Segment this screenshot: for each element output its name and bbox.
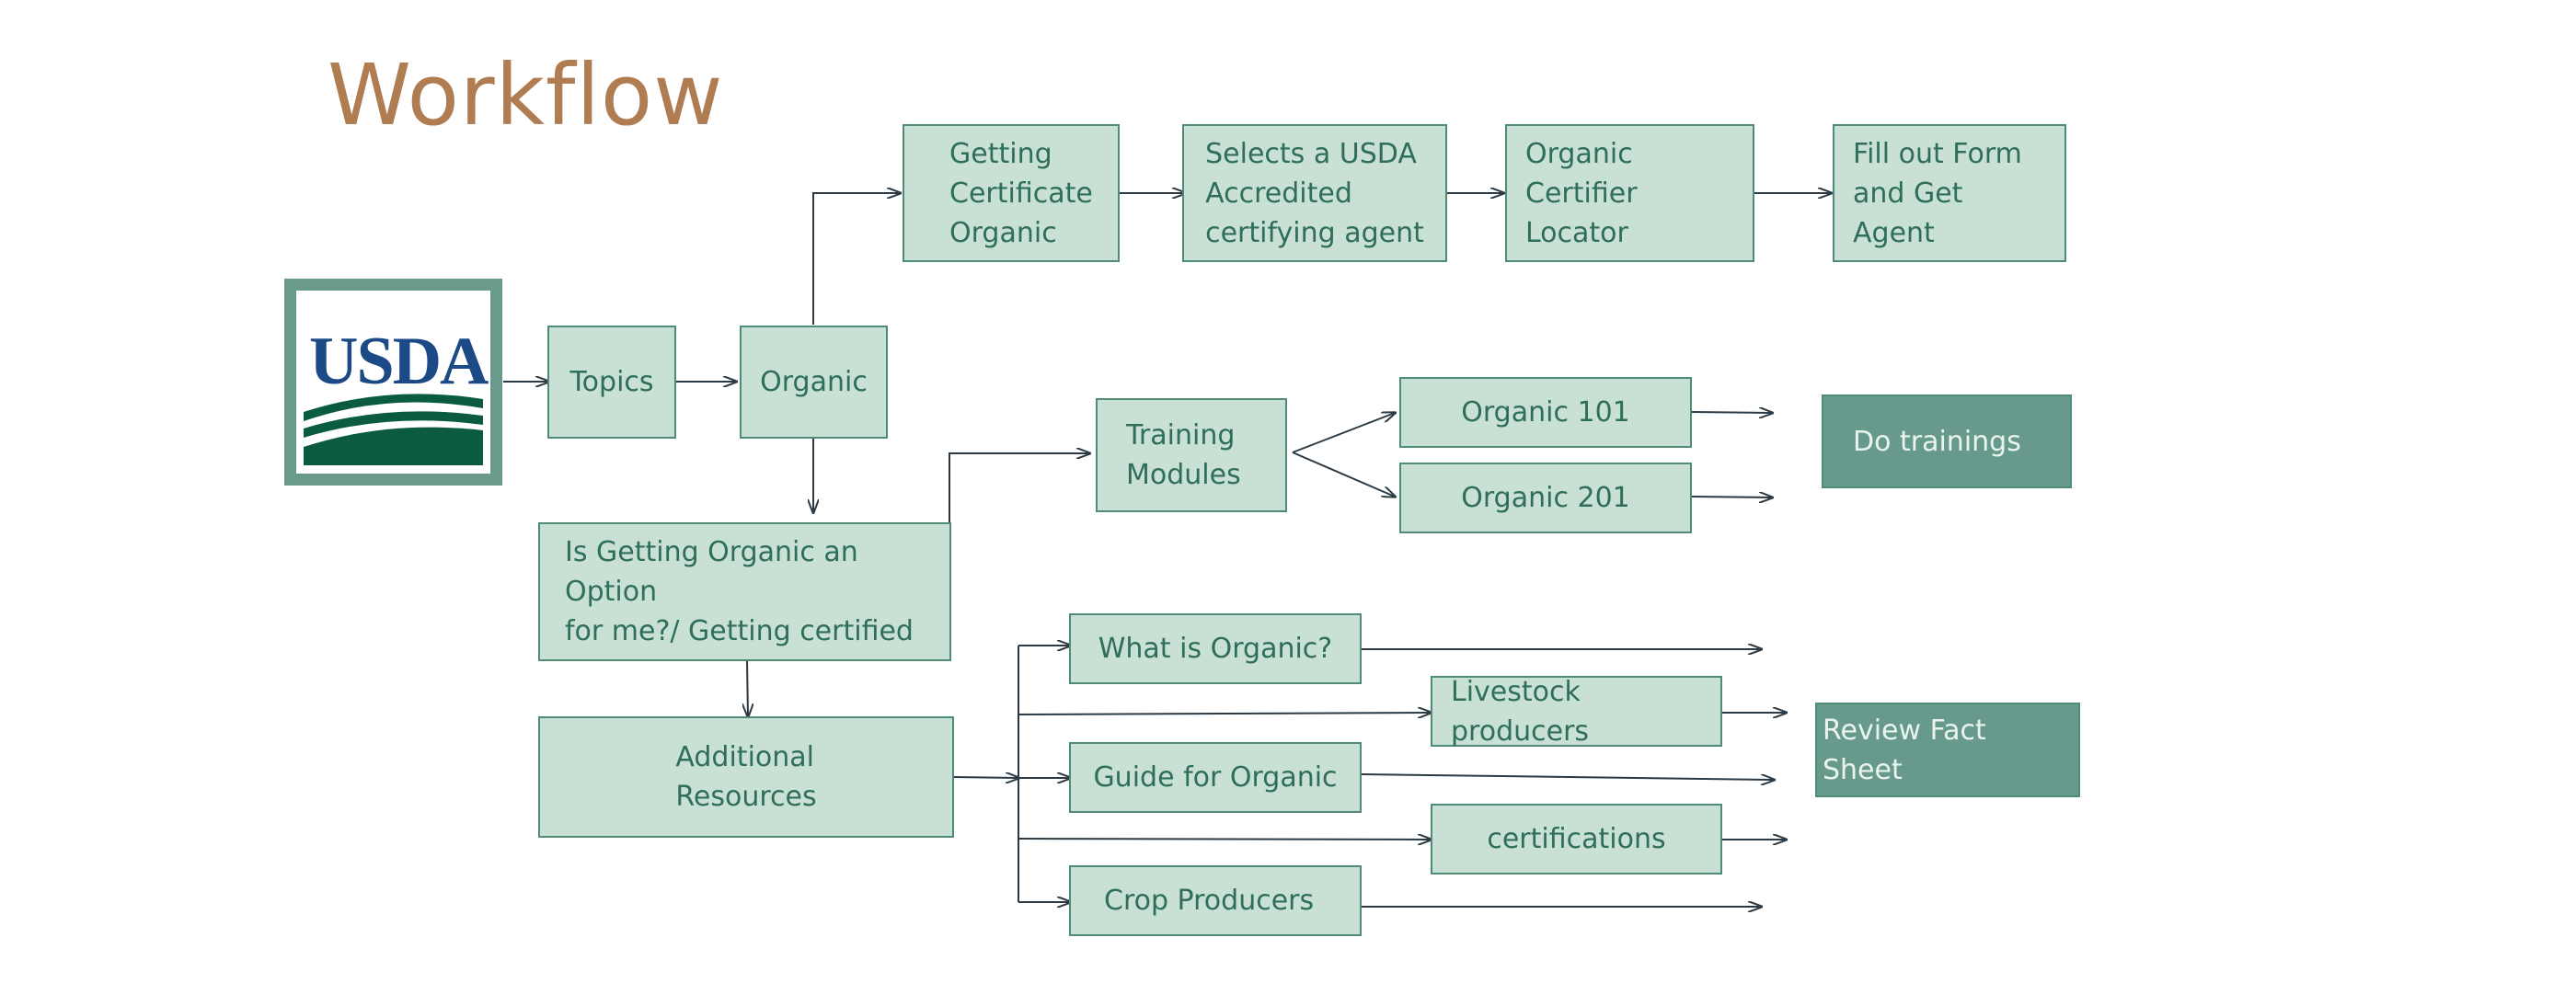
node-additional-resources: Additional Resources [538, 716, 954, 838]
node-do-trainings: Do trainings [1822, 394, 2072, 488]
arrow-organic-getting-certificate [812, 193, 900, 325]
arrow-training-101 [1292, 413, 1395, 453]
node-guide-for-organic: Guide for Organic [1069, 742, 1362, 813]
node-selects-agent: Selects a USDA Accredited certifying age… [1182, 124, 1447, 262]
arrow-guide-out [1361, 773, 1774, 780]
node-crop-producers: Crop Producers [1069, 865, 1362, 936]
node-getting-certificate: Getting Certificate Organic [903, 124, 1120, 262]
usda-logo: USDA [284, 279, 502, 486]
arrow-training-201 [1292, 452, 1395, 497]
node-training-modules: Training Modules [1096, 398, 1287, 512]
node-what-is-organic: What is Organic? [1069, 613, 1362, 684]
usda-logo-inner: USDA [296, 291, 490, 474]
node-organic-201: Organic 201 [1399, 463, 1692, 533]
node-review-fact-sheet: Review Fact Sheet [1815, 703, 2080, 797]
usda-logo-text: USDA [309, 324, 489, 399]
arrow-trunk-certifications [1018, 839, 1431, 840]
arrow-trunk-livestock [1018, 713, 1431, 714]
node-fill-form: Fill out Form and Get Agent [1833, 124, 2066, 262]
node-organic-101: Organic 101 [1399, 377, 1692, 448]
arrow-additional-trunk [953, 777, 1018, 778]
arrow-option-training [949, 453, 1089, 522]
page-title: Workflow [328, 46, 724, 144]
arrow-option-additional [747, 660, 748, 716]
usda-logo-fields [304, 394, 483, 465]
node-livestock-producers: Livestock producers [1431, 676, 1722, 748]
node-option: Is Getting Organic an Option for me?/ Ge… [538, 522, 951, 661]
node-topics: Topics [547, 326, 676, 439]
arrow-101-out [1691, 412, 1772, 413]
node-certifier-locator: Organic Certifier Locator [1505, 124, 1754, 262]
node-organic: Organic [740, 326, 888, 439]
node-certifications: certifications [1431, 804, 1722, 875]
